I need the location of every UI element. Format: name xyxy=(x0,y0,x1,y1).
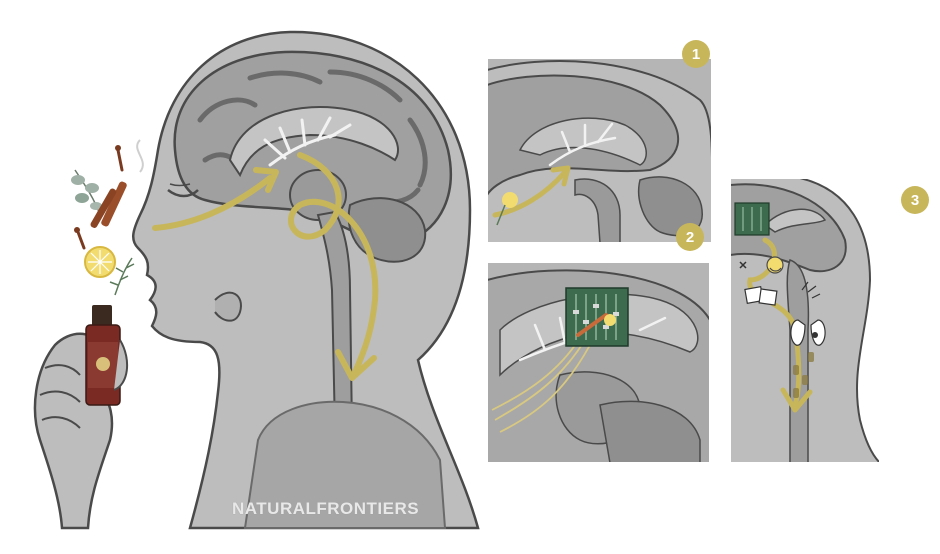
step-2-badge: 2 xyxy=(676,223,704,251)
lemon-icon xyxy=(84,246,116,278)
emotion-icon xyxy=(739,256,784,274)
cinnamon-icon xyxy=(90,181,127,228)
thumb xyxy=(113,339,129,391)
eucalyptus-icon xyxy=(71,169,102,216)
main-head-illustration xyxy=(132,30,480,530)
circuit-board-icon xyxy=(734,202,770,236)
panel-1-inhale xyxy=(487,58,712,243)
brand-watermark: NATURALFRONTIERS xyxy=(232,499,420,518)
brainstem xyxy=(316,210,354,431)
rosemary-icon xyxy=(496,204,506,226)
ear xyxy=(214,291,242,322)
step-3-badge: 3 xyxy=(901,186,929,214)
step-number: 2 xyxy=(685,228,695,246)
circuit-board-icon xyxy=(565,287,629,347)
corpus-callosum xyxy=(228,106,399,178)
hand-with-bottle xyxy=(33,305,129,530)
step-1-badge: 1 xyxy=(682,40,710,68)
rosemary-icon xyxy=(109,257,135,296)
scent-wisp xyxy=(136,139,144,173)
finger-line xyxy=(39,390,81,403)
eyelash xyxy=(169,183,191,187)
step-number: 1 xyxy=(691,45,701,63)
botanicals xyxy=(71,139,144,296)
pathway-arrowhead xyxy=(335,349,377,381)
panel-2-limbic xyxy=(487,262,710,463)
lungs-icon xyxy=(790,319,826,346)
finger-line xyxy=(41,416,81,429)
neural-branches xyxy=(263,116,352,167)
panel-3-body-response xyxy=(730,178,880,463)
inhale-arrow xyxy=(152,175,273,231)
step-number: 3 xyxy=(910,191,920,209)
memory-photo-icon xyxy=(744,286,778,306)
clove-icon xyxy=(74,145,124,250)
closed-eye xyxy=(167,188,199,198)
finger-line xyxy=(44,364,81,376)
pathway-arrow xyxy=(288,152,379,375)
inhale-arrowhead xyxy=(253,167,279,193)
lemon-icon xyxy=(502,192,518,208)
chest-cavity xyxy=(243,400,447,529)
